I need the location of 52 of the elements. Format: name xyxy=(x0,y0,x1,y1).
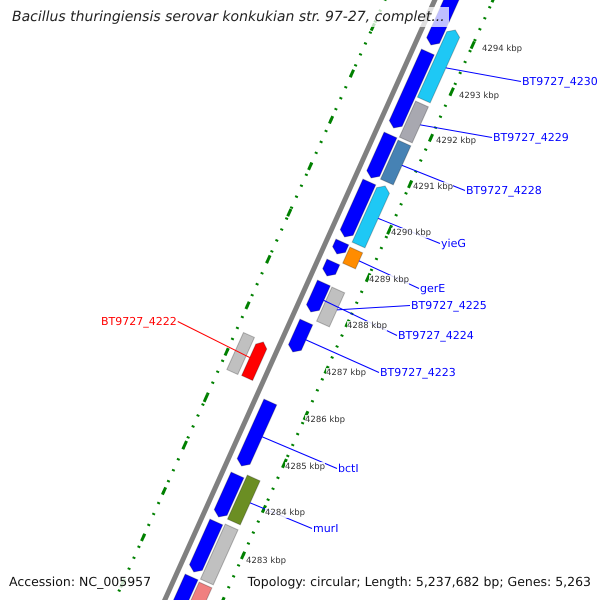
leader-line xyxy=(305,339,380,373)
gene-label: BT9727_4230 xyxy=(522,75,598,88)
leader-line xyxy=(402,164,466,191)
gene-segment xyxy=(288,318,314,353)
genome-stats-text: Topology: circular; Length: 5,237,682 bp; Genes: 5,263 xyxy=(248,575,591,588)
gene-segment xyxy=(316,286,346,328)
gene-label: BT9727_4224 xyxy=(398,329,474,342)
leader-line xyxy=(420,124,492,138)
scale-label: 4290 kbp xyxy=(391,228,432,238)
scale-label: 4288 kbp xyxy=(347,321,388,331)
gene-label: bctI xyxy=(338,462,359,475)
gene-segment xyxy=(214,471,245,518)
gene-label: BT9727_4229 xyxy=(493,131,569,144)
gene-segment xyxy=(416,29,460,104)
gene-label: yieG xyxy=(441,237,466,250)
scale-label: 4293 kbp xyxy=(459,91,500,101)
gene-segment xyxy=(241,341,268,382)
leader-line xyxy=(262,436,338,469)
leader-line xyxy=(177,321,250,358)
gene-label: BT9727_4225 xyxy=(411,299,487,312)
scale-label: 4287 kbp xyxy=(326,368,366,378)
gene-segment xyxy=(366,131,398,179)
gene-segment xyxy=(226,474,261,526)
gene-label: BT9727_4223 xyxy=(380,366,456,379)
scale-label: 4294 kbp xyxy=(482,44,522,54)
gene-segment xyxy=(200,523,239,586)
gene-segment xyxy=(332,238,350,255)
gene-segment xyxy=(188,518,224,573)
gene-label: BT9727_4222 xyxy=(101,315,177,328)
gene-label: BT9727_4228 xyxy=(466,184,542,197)
gene-segment xyxy=(340,178,376,238)
gene-segment xyxy=(236,398,278,467)
gene-segment xyxy=(380,139,412,186)
gene-segment xyxy=(226,332,256,376)
accession-text: Accession: NC_005957 xyxy=(9,575,152,588)
gene-segment xyxy=(322,258,340,277)
gene-segment xyxy=(306,279,331,313)
leader-line xyxy=(336,305,410,310)
scale-label: 4289 kbp xyxy=(369,275,410,285)
gene-label: gerE xyxy=(420,282,446,295)
gene-segment xyxy=(388,48,435,129)
scale-label: 4284 kbp xyxy=(265,508,306,518)
scale-label: 4283 kbp xyxy=(246,556,286,566)
scale-label: 4291 kbp xyxy=(413,182,454,192)
gene-segment xyxy=(352,185,390,249)
gene-segment xyxy=(342,246,364,270)
gene-segment xyxy=(398,100,430,144)
gene-label: murI xyxy=(313,522,338,535)
scale-label: 4286 kbp xyxy=(305,415,346,425)
scale-label: 4285 kbp xyxy=(285,462,326,472)
leader-line xyxy=(445,67,522,82)
scale-label: 4292 kbp xyxy=(436,136,476,146)
